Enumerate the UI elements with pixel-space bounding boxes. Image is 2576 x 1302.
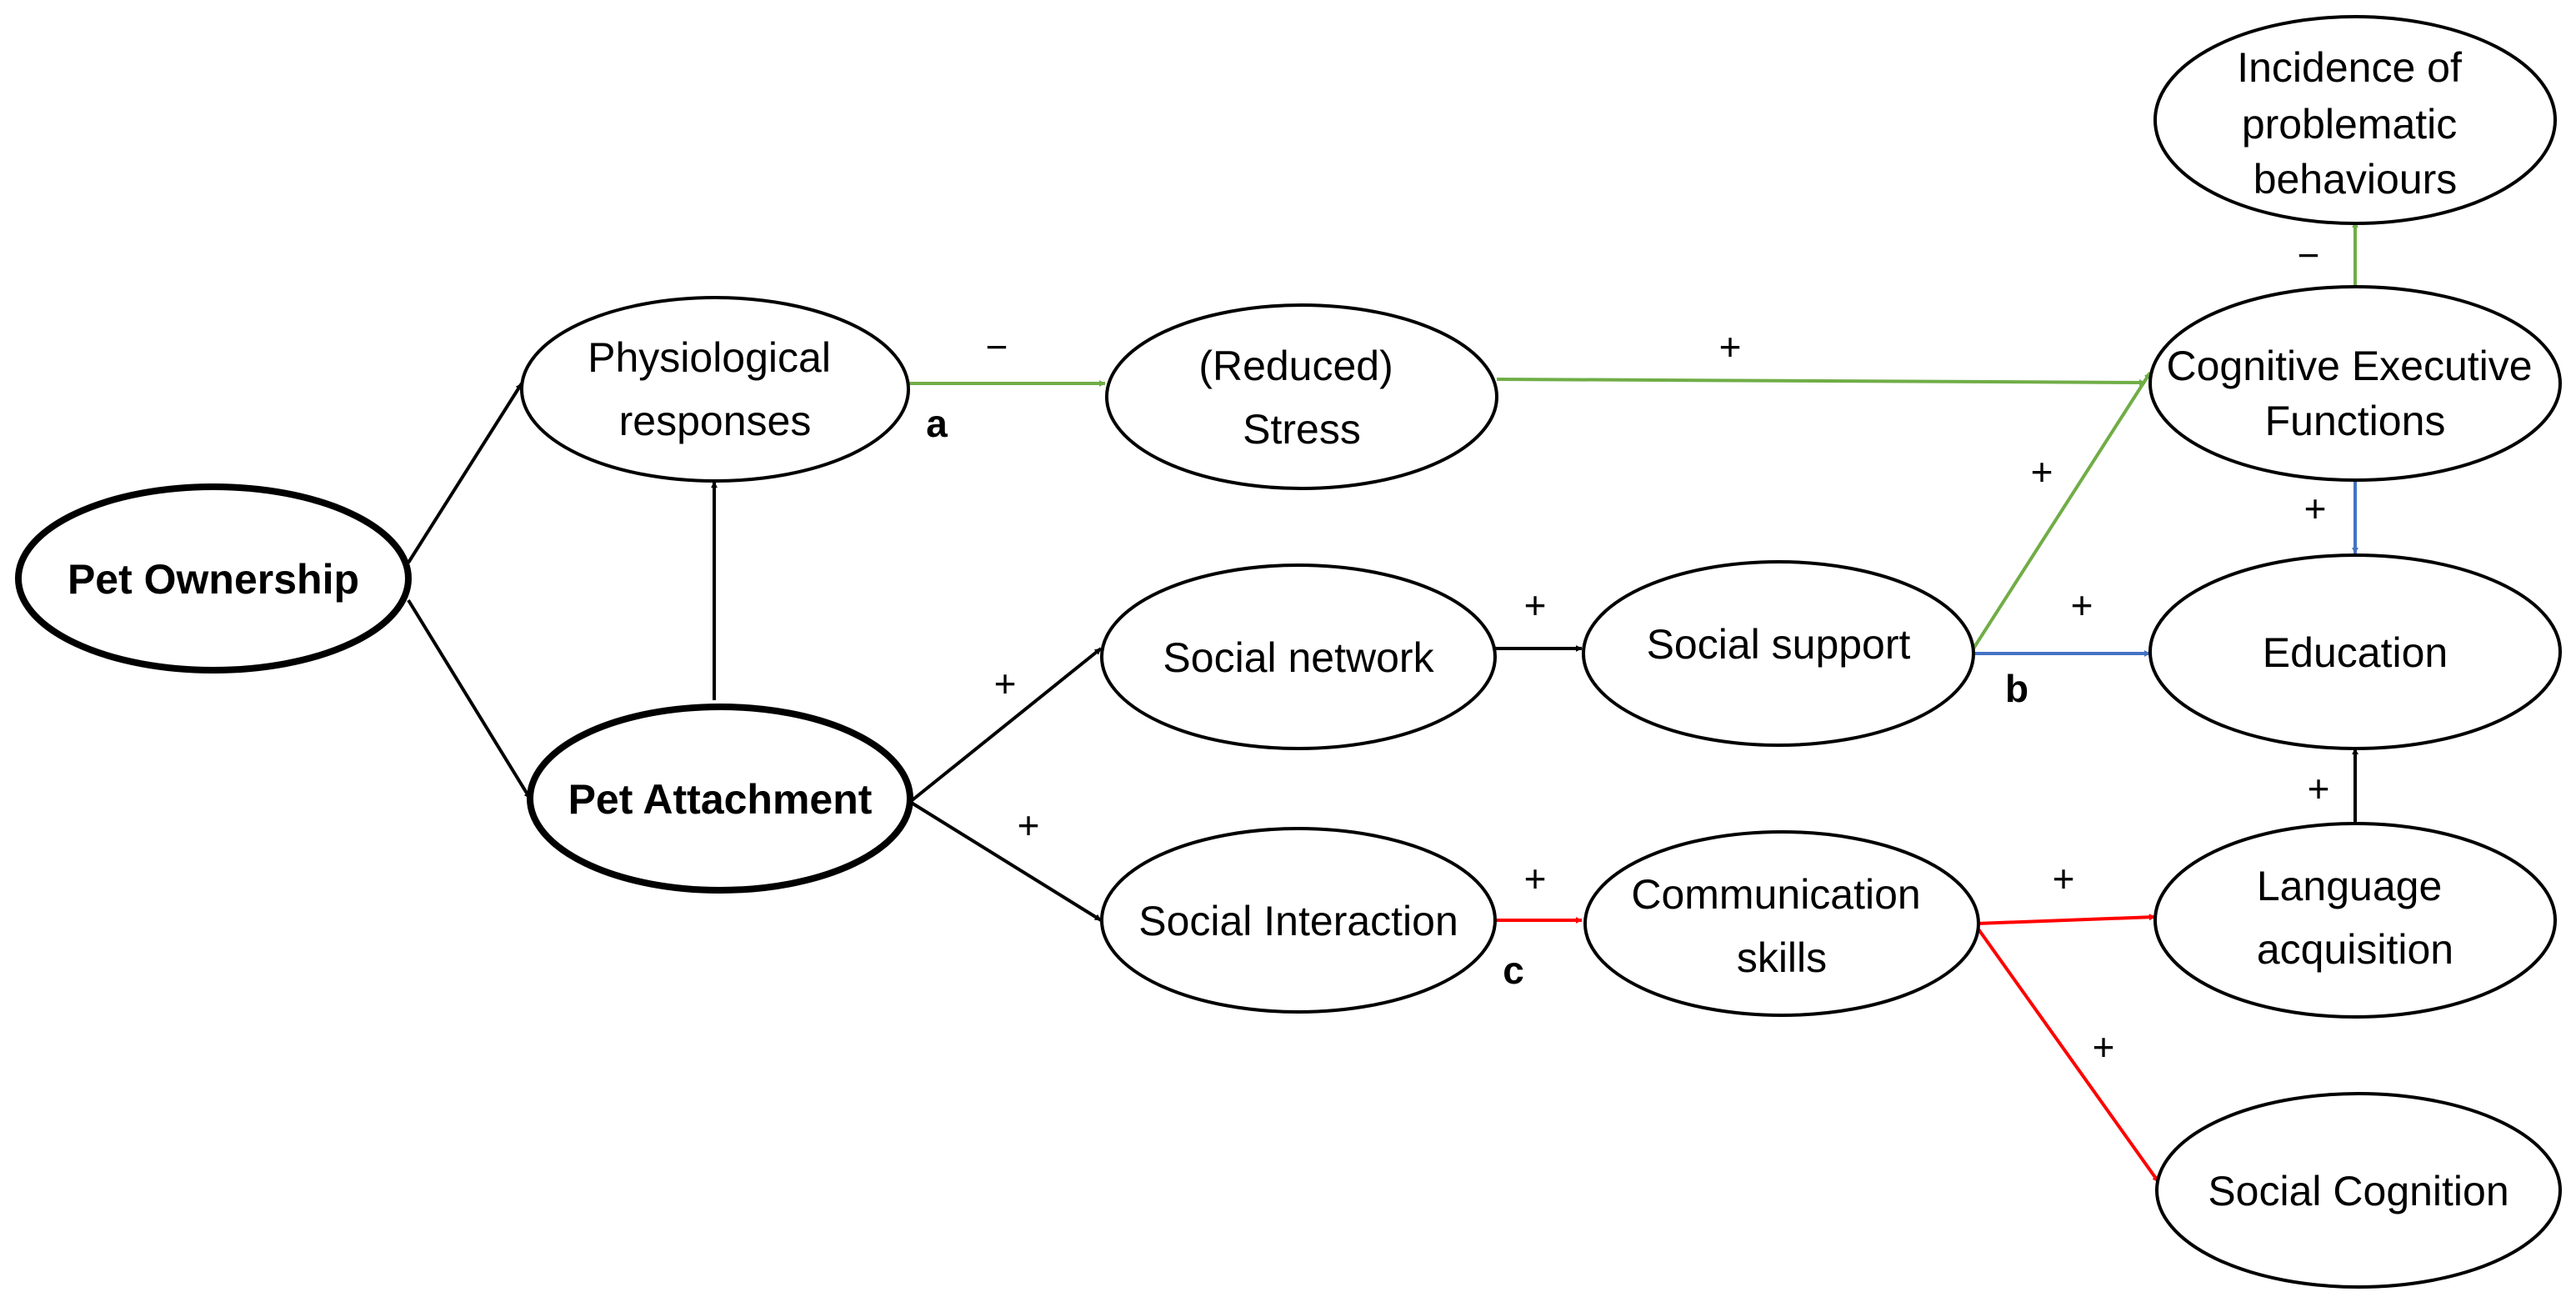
sign-cognitive-incidence: − — [2298, 233, 2320, 277]
edge-pet-ownership-to-pet-attachment — [407, 598, 532, 800]
svg-text:Cognitive Executive Func: Cognitive Executive Functions — [2166, 343, 2543, 444]
edge-stress-to-cognitive — [1496, 378, 2146, 386]
node-social-cognition: Social Cognition — [2155, 1092, 2562, 1289]
node-stress-line-1: (Reduced) — [1198, 343, 1393, 389]
node-social-network: Social network — [1100, 563, 1497, 750]
node-pet-attachment: Pet Attachment — [527, 704, 913, 894]
node-communication-skills: Communication skills — [1583, 830, 1980, 1017]
node-physiological-responses: Physiological responses — [520, 296, 910, 483]
node-pet-ownership: Pet Ownership — [15, 483, 412, 674]
edge-pet-ownership-to-physiological — [407, 382, 523, 564]
node-communication-line-1: Communication — [1631, 871, 1920, 918]
node-physiological-line-2: responses — [619, 398, 812, 444]
edge-communication-to-language — [1976, 914, 2156, 925]
svg-text:(Reduced) Stress: (Reduced) Stress — [1198, 343, 1404, 453]
svg-text:Social Cognition: Social Cognition — [2208, 1168, 2508, 1214]
node-cognitive-line-1: Cognitive Executive — [2166, 343, 2532, 389]
sign-stress-cognitive: + — [1719, 325, 1742, 368]
node-incidence-line-2: problematic — [2242, 101, 2457, 148]
node-social-interaction: Social Interaction — [1100, 827, 1497, 1014]
node-incidence-problematic-behaviours: Incidence of problematic behaviours — [2153, 15, 2557, 225]
sign-communication-social-cognition: + — [2093, 1025, 2115, 1069]
svg-text:Language acquisition: Language acquisition — [2257, 863, 2453, 973]
node-social-network-label: Social network — [1163, 634, 1434, 681]
node-communication-line-2: skills — [1737, 934, 1827, 981]
pathway-marker-c: c — [1503, 949, 1524, 992]
node-reduced-stress: (Reduced) Stress — [1105, 303, 1498, 490]
node-cognitive-executive-functions: Cognitive Executive Functions — [2148, 285, 2562, 482]
sign-interaction-communication: + — [1524, 857, 1547, 900]
node-incidence-line-1: Incidence of — [2237, 44, 2462, 91]
sign-support-cognitive: + — [2031, 450, 2053, 493]
node-social-support-label: Social support — [1647, 621, 1911, 668]
sign-network-support: + — [1524, 583, 1547, 627]
node-physiological-line-1: Physiological — [588, 334, 831, 381]
edge-pet-attachment-to-social-network — [908, 647, 1103, 804]
svg-text:Pet Ownership: Pet Ownership — [68, 556, 359, 603]
sign-cognitive-education: + — [2304, 487, 2327, 530]
sign-communication-language: + — [2053, 857, 2075, 900]
node-cognitive-line-2: Functions — [2265, 398, 2446, 444]
svg-text:Pet Attachment: Pet Attachment — [568, 776, 873, 823]
node-stress-line-2: Stress — [1243, 406, 1361, 453]
node-incidence-line-3: behaviours — [2253, 156, 2458, 203]
svg-text:Physiological responses: Physiological responses — [588, 334, 843, 444]
node-language-line-2: acquisition — [2257, 926, 2453, 973]
svg-text:Social Interaction: Social Interaction — [1138, 898, 1458, 944]
node-social-cognition-label: Social Cognition — [2208, 1168, 2508, 1214]
node-language-line-1: Language — [2257, 863, 2442, 909]
sign-language-education: + — [2308, 767, 2330, 810]
sign-support-education: + — [2071, 583, 2093, 627]
node-social-interaction-label: Social Interaction — [1138, 898, 1458, 944]
svg-text:Communication skills: Communication skills — [1631, 871, 1932, 981]
sign-physiological-stress: − — [986, 325, 1008, 368]
node-education: Education — [2148, 553, 2562, 750]
node-education-label: Education — [2263, 629, 2448, 676]
edge-social-support-to-cognitive — [1972, 371, 2152, 650]
node-language-acquisition: Language acquisition — [2153, 822, 2557, 1019]
sign-attachment-interaction: + — [1018, 804, 1040, 847]
node-social-support: Social support — [1582, 560, 1975, 747]
svg-text:Education: Education — [2263, 629, 2448, 676]
svg-text:Social network: Social network — [1163, 634, 1434, 681]
svg-text:Incidence of problematic: Incidence of problematic behaviours — [2237, 44, 2473, 203]
edge-pet-attachment-to-social-interaction — [908, 800, 1103, 922]
pathway-marker-b: b — [2005, 667, 2028, 710]
sign-attachment-network: + — [994, 662, 1017, 705]
svg-text:Social support: Social support — [1647, 621, 1911, 668]
pathway-marker-a: a — [926, 402, 948, 445]
node-pet-ownership-label: Pet Ownership — [68, 556, 359, 603]
edge-communication-to-social-cognition — [1975, 925, 2160, 1184]
node-pet-attachment-label: Pet Attachment — [568, 776, 873, 823]
